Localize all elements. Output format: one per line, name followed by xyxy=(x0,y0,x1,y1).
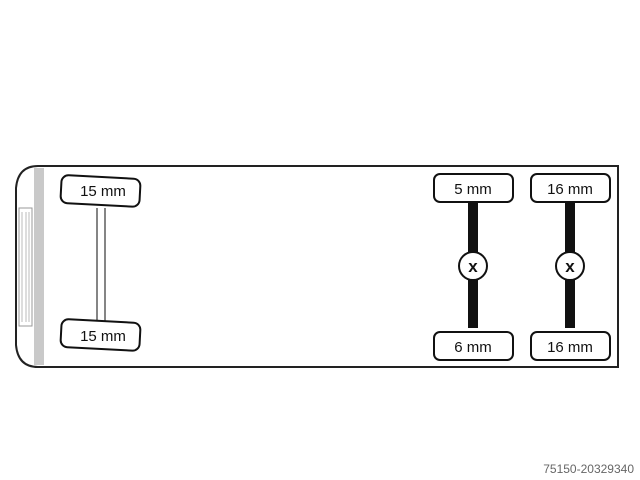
rear-axle-1-left-tire xyxy=(433,173,514,203)
rear-axle-1: 5 mm 6 mm x xyxy=(433,173,514,361)
rear-axle-1-right-tire xyxy=(433,331,514,361)
rear-axle-1-left-tire-label: 5 mm xyxy=(454,181,492,198)
front-left-tire-label: 15 mm xyxy=(80,183,126,200)
rear-axle-2-right-tire xyxy=(530,331,611,361)
rear-axle-1-drive-icon xyxy=(458,251,488,281)
rear-axle-2-drive-mark: x xyxy=(565,257,575,276)
vehicle-body xyxy=(15,165,619,368)
rear-axle-2-right-tire-label: 16 mm xyxy=(547,339,593,356)
rear-axle-2: 16 mm 16 mm x xyxy=(530,173,611,361)
rear-axle-2-left-tire-label: 16 mm xyxy=(547,181,593,198)
rear-axle-2-left-tire xyxy=(530,173,611,203)
rear-axle-1-right-tire-label: 6 mm xyxy=(454,339,492,356)
front-right-tire xyxy=(59,318,142,352)
reference-id: 75150-20329340 xyxy=(543,462,634,476)
rear-axle-2-drive-icon xyxy=(555,251,585,281)
front-right-tire-label: 15 mm xyxy=(80,328,126,345)
rear-axle-1-drive-mark: x xyxy=(468,257,478,276)
front-left-tire xyxy=(59,174,142,208)
front-axle: 15 mm 15 mm xyxy=(59,174,142,352)
cab-front-band xyxy=(34,168,44,365)
